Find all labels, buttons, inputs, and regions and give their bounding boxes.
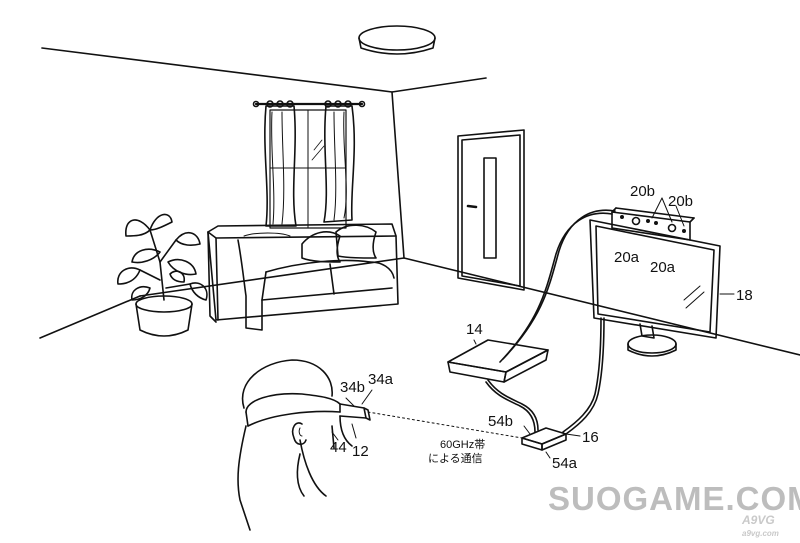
watermark-main: SUOGAME.COM [548, 480, 800, 517]
reference-labels: 20b 20b 20a 20a 18 14 16 54b 54a 34b 34a… [330, 183, 753, 472]
label-lens-right: 20a [650, 259, 676, 276]
person-hmd-12 [237, 359, 371, 531]
monitor-18 [589, 219, 721, 357]
label-hmd-strap: 44 [330, 439, 347, 456]
window-curtains [252, 100, 366, 229]
watermark-sub-small: a9vg.com [742, 529, 779, 538]
label-lens-left: 20a [614, 249, 640, 266]
label-hmd-unit: 12 [352, 443, 369, 460]
wireless-link-line [367, 411, 523, 439]
room-walls [39, 47, 800, 356]
label-monitor: 18 [736, 287, 753, 304]
label-camera-left: 20b [630, 183, 655, 200]
door [457, 129, 525, 291]
label-camera-right: 20b [668, 193, 693, 210]
label-relay-antenna-top: 54b [488, 413, 513, 430]
sofa [207, 223, 399, 331]
label-console: 14 [466, 321, 483, 338]
wireless-caption-line1: 60GHz帯 [440, 438, 485, 451]
potted-plant [117, 213, 208, 337]
wireless-caption-line2: による通信 [428, 452, 483, 465]
watermark: SUOGAME.COM A9VG a9vg.com [548, 480, 800, 538]
camera-20 [611, 207, 695, 241]
cables [485, 209, 616, 435]
label-hmd-antenna-b: 34b [340, 379, 365, 396]
watermark-sub: A9VG [741, 513, 775, 527]
leader-lines [331, 197, 735, 459]
label-hmd-antenna-a: 34a [368, 371, 394, 388]
label-relay-antenna-bottom: 54a [552, 455, 578, 472]
console-14 [447, 339, 549, 383]
label-relay: 16 [582, 429, 599, 446]
ceiling-lamp [358, 25, 436, 55]
